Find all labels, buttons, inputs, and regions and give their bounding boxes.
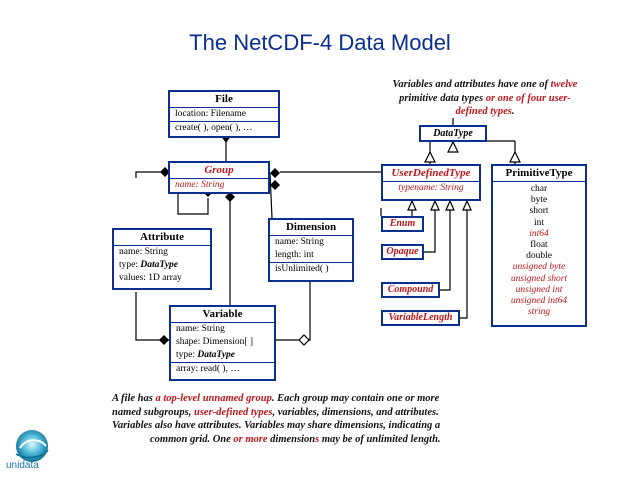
enum-box-title: Enum <box>389 218 416 229</box>
primitivetype-box-title: PrimitiveType <box>493 166 585 182</box>
attribute-box: Attribute name: String type: DataType va… <box>112 228 212 290</box>
group-attribute-link <box>135 171 170 178</box>
primitive-type-item: unsigned short <box>510 273 568 284</box>
compound-box-title: Compound <box>387 284 434 295</box>
primitive-type-item: double <box>526 251 552 262</box>
primitive-type-item: byte <box>530 195 548 206</box>
userdefined-attr-typename: typename: String <box>398 183 464 193</box>
compound-box: Compound <box>381 282 440 298</box>
opaque-box: Opaque <box>381 244 424 260</box>
variable-attr-name: name: String <box>176 324 225 334</box>
top-note: Variables and attributes have one of twe… <box>392 79 578 117</box>
variablelength-box-title: VariableLength <box>388 312 453 323</box>
primitive-type-item: int <box>533 217 545 228</box>
primitive-type-item: short <box>529 206 549 217</box>
primitive-type-item: string <box>527 307 551 318</box>
variable-attr-shape: shape: Dimension[ ] <box>176 337 254 347</box>
group-attr-name: name: String <box>175 180 225 190</box>
file-attr-location: location: Filename <box>175 109 246 119</box>
attribute-variable-link <box>135 292 169 341</box>
dimension-attr-length: length: int <box>275 250 314 260</box>
bottom-note-line-2: named subgroups, user-defined types, var… <box>112 406 439 418</box>
primitive-type-item: unsigned byte <box>512 262 566 273</box>
bottom-note-line-3: Variables also have attributes. Variable… <box>112 420 441 431</box>
dimension-box: Dimension name: String length: int isUnl… <box>268 218 354 282</box>
variable-box: Variable name: String shape: Dimension[ … <box>169 305 276 381</box>
file-op-create: create( ), open( ), … <box>175 123 253 133</box>
group-dimension-link <box>269 172 273 219</box>
variable-dimension-link <box>276 282 311 341</box>
page-title: The NetCDF-4 Data Model <box>189 30 451 55</box>
group-box: Group name: String <box>168 161 270 194</box>
userdefined-box: UserDefinedType typename: String <box>381 164 481 201</box>
attribute-box-title: Attribute <box>114 230 210 246</box>
bottom-note-line-1: A file has a top-level unnamed group. Ea… <box>112 393 440 404</box>
variable-attr-type: type: DataType <box>176 350 236 360</box>
bottom-note: A file has a top-level unnamed group. Ea… <box>112 392 507 446</box>
datatype-box: DataType <box>419 125 487 142</box>
file-box-title: File <box>170 92 278 108</box>
variablelength-box: VariableLength <box>381 310 460 326</box>
primitive-type-item: int64 <box>529 228 549 239</box>
userdefined-box-title: UserDefinedType <box>383 166 479 182</box>
dimension-op-isunlimited: isUnlimited( ) <box>275 264 329 274</box>
file-box: File location: Filename create( ), open(… <box>168 90 280 138</box>
compound-link <box>440 208 451 291</box>
primitive-type-item: float <box>530 240 548 251</box>
primitive-type-item: unsigned int <box>515 284 563 295</box>
group-box-title: Group <box>170 163 268 179</box>
primitive-type-item: unsigned int64 <box>510 296 568 307</box>
opaque-box-title: Opaque <box>386 246 419 257</box>
dimension-box-title: Dimension <box>270 220 352 236</box>
variable-op-read: array: read( ), … <box>176 364 240 374</box>
primitive-type-item: char <box>530 184 548 194</box>
attribute-attr-name: name: String <box>119 247 168 257</box>
attribute-attr-type: type: DataType <box>119 260 179 270</box>
dimension-attr-name: name: String <box>275 237 324 247</box>
bottom-note-line-4: common grid. One or more dimensions may … <box>150 433 441 445</box>
variable-box-title: Variable <box>171 307 274 323</box>
variablelength-link <box>460 208 468 319</box>
attribute-attr-values: values: 1D array <box>119 273 182 283</box>
unidata-logo-icon <box>15 430 49 462</box>
opaque-link <box>424 208 436 253</box>
enum-box: Enum <box>381 216 424 232</box>
logo-text: unidata <box>6 460 39 471</box>
datatype-box-title: DataType <box>433 128 473 139</box>
